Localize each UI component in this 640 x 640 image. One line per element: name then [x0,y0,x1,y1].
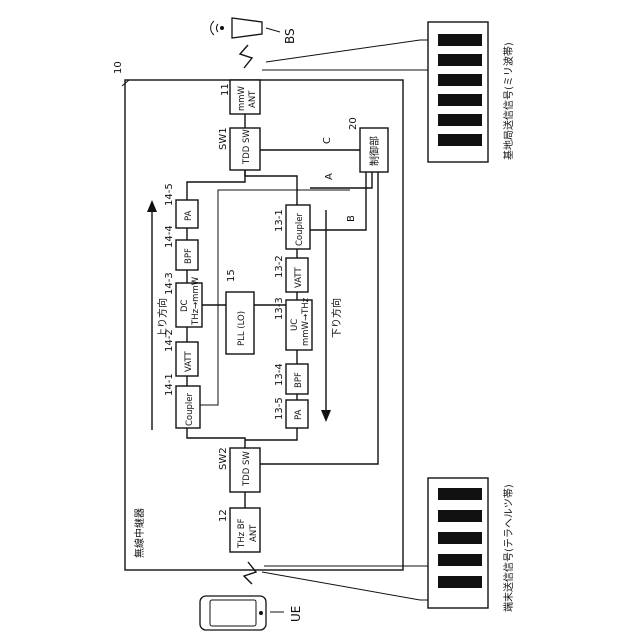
ant-thz-sub1: THz BF [237,518,247,549]
ue-panel-leader-bottom [262,572,428,600]
ul-direction-label: 上り方向 [156,298,169,338]
dl-uc-ref: 13-3 [274,297,285,320]
controller-label: 制御部 [368,136,381,166]
ul-coupler-ref: 14-1 [164,373,175,396]
dl-direction-label: 下り方向 [330,298,343,338]
dl-vatt-ref: 13-2 [274,255,285,278]
dl-arrowhead-icon [321,410,331,422]
ul-pa-label: PA [184,210,194,221]
ul-bpf-ref: 14-4 [164,225,175,248]
dl-bpf-ref: 13-4 [274,363,285,386]
ant-thz-sub2: ANT [249,524,259,542]
signal-b-label: B [346,215,357,222]
ul-coupler-to-sw2 [187,428,245,448]
ul-coupler-label: Coupler [185,392,195,426]
ul-dc-sub: THz→mmW [191,276,201,326]
repeater-title: 無線中継器 [133,508,146,558]
ul-dc-ref: 14-3 [164,272,175,295]
signal-a-label: A [324,173,335,180]
bs-leader [266,28,280,32]
ul-bpf-label: BPF [184,248,194,264]
dl-pa-label: PA [294,409,304,420]
signal-b-line [310,172,366,230]
ant-mmw-ref: 11 [220,83,231,96]
sw1-label: TDD SW [242,129,252,165]
bs-label: BS [283,28,297,44]
dl-uc-sub: mmW→THz [301,297,311,346]
ue-label: UE [289,606,303,622]
dl-coupler-ref: 13-1 [274,209,285,232]
terminal-signal-caption: 端末送信信号(テラヘルツ帯) [502,484,515,612]
dl-uc-label: UC [290,319,300,331]
controller-ref: 20 [348,117,359,130]
ant-mmw-sub2: ANT [248,90,258,108]
ul-pa-ref: 14-5 [164,183,175,206]
bs-signal-waveform [438,34,482,146]
ue-wireless-link-icon [244,562,256,584]
phone-icon [200,596,266,630]
dl-pa-to-sw2 [245,428,297,440]
pll-label: PLL (LO) [237,311,247,346]
repeater-ref: 10 [113,61,124,74]
dl-bpf-label: BPF [294,372,304,388]
ul-arrowhead-icon [147,200,157,212]
dl-pa-ref: 13-5 [274,397,285,420]
pll-ref: 15 [226,269,237,282]
ant-thz-ref: 12 [218,509,229,522]
sw2-label: TDD SW [242,451,252,487]
ul-dc-label: DC [180,299,190,312]
signal-c-label: C [322,137,333,144]
dl-vatt-label: VATT [294,267,304,288]
dl-coupler-label: Coupler [295,212,305,246]
sw1-ref: SW1 [218,127,229,150]
sw1-to-dl-coupler [245,170,297,205]
terminal-signal-waveform [438,488,482,588]
bs-wireless-link-icon [240,45,252,68]
ul-pa-to-sw1 [187,170,245,200]
signal-a-line [310,172,372,188]
sw2-ref: SW2 [218,447,229,470]
ant-mmw-sub1: mmW [237,85,247,111]
base-station-icon [211,18,262,38]
bs-signal-caption: 基地局送信信号(ミリ波帯) [502,42,515,160]
ul-vatt-label: VATT [184,351,194,372]
